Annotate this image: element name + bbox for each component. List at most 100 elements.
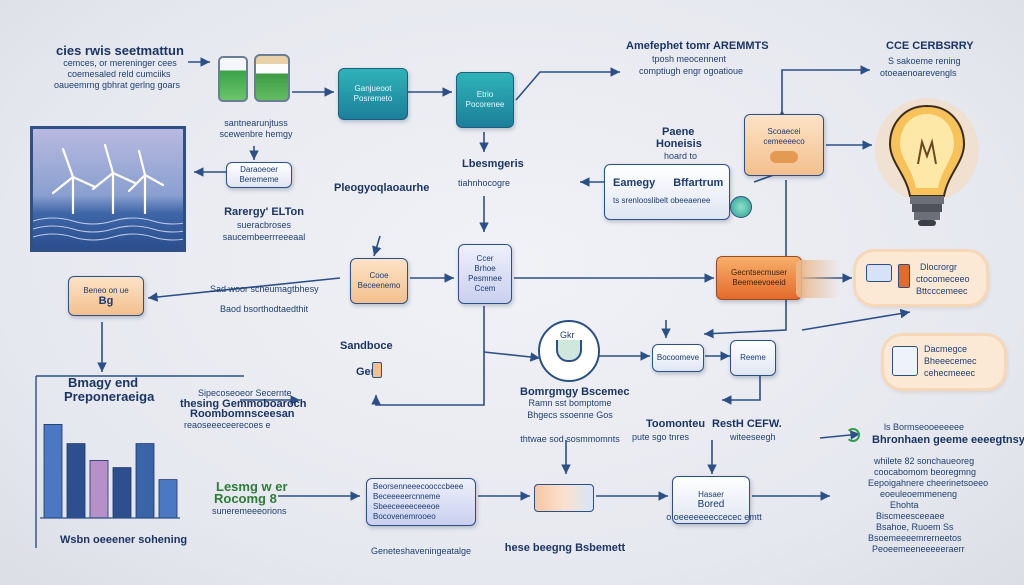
left-mid-label-2: Baod bsorthodtaedthit [220,304,309,314]
storage-right-label-1: Lbesmgeris [462,158,524,170]
bottom-box-line-3: Sbeeceeeeceeeoe [373,502,440,511]
meter-line-3: Bhgecs ssoenne Gos [527,410,613,420]
peach-box-line-1: Cooe [369,271,389,280]
wind-turbine-icon [33,143,183,241]
bottom-box-caption: Geneteshaveningeatalge [370,546,472,556]
left-small-box-line-2: Bg [98,295,114,307]
pale-box[interactable]: Ccer Brhoe Pesmnee Ccem [458,244,512,304]
meter-line-1: Bomrgmgy Bscemec [520,386,630,398]
bottom-left-line-3: suneremeeeorions [212,506,287,516]
pale-box-line-2: Brhoe [474,264,496,273]
far-right-line-11: Peoeemeeneeeeeraerr [872,544,965,554]
battery-icon-green [218,56,248,102]
energy-box-line-2: Bffartrum [673,177,724,189]
far-right-line-9: Bsahoe, Ruoem Ss [876,522,954,532]
far-right-line-4: coocabomom beoregmng [874,467,977,477]
right-blob-1-line-3: Bttcccemeec [916,286,968,296]
wind-caption-box[interactable]: Daraoeoer Berememe [226,162,292,188]
pale-box-line-3: Pesmnee [468,274,502,283]
chart-title-2: Preponeraeiga [64,389,155,404]
sandboe-label-1: Sandboce [340,340,393,352]
teal-box-1-line-2: Posremeto [353,94,393,103]
right-blob-1-line-2: ctocomeceeo [916,274,970,284]
bottom-box[interactable]: Beorsenneeecoocccbeee Beceeeeercnneme Sb… [366,478,476,526]
peach-box-line-2: Beceenemo [357,281,401,290]
meter-gauge-icon: Gkr [538,320,600,382]
chart-footer: Wsbn oeeener sohening [60,534,188,546]
bar-3 [89,460,109,519]
wind-caption-line-1: Daraoeoer [240,165,278,174]
energy-box-line-1: Eamegy [613,177,656,189]
teal-box-2[interactable]: Etrio Pocorenee [456,72,514,128]
small-box-b[interactable]: Reeme [730,340,776,376]
title-line-1: cies rwis seetmattun [56,43,184,58]
bar-1 [43,423,63,519]
right-blob-1[interactable]: Dlocrorgr ctocomeceeo Bttcccemeec [856,252,986,304]
right-blob-2[interactable]: Dacmegce Bheeecemec cehecmeeec [884,336,1004,388]
right-blob-2-line-1: Dacmegce [924,344,968,354]
bottom-right-box[interactable]: Hasaer Bored [672,476,750,524]
battery-label-2: scewenbre hemgy [219,129,293,139]
bar-2 [66,443,86,519]
paene-label-3: hoard to [664,151,698,161]
paene-label-1: Paene [662,126,695,138]
bar-5 [135,443,155,519]
far-right-line-8: Biscmeesceeaee [876,511,945,521]
far-right-line-3: whilete 82 sonchaueoreg [874,456,975,466]
far-right-line-7: Ehohta [890,500,919,510]
top-right-line-1: CCE CERBSRRY [886,40,974,52]
top-center-line-3: comptiugh engr ogoatioue [638,66,744,76]
chart-note-4: reaoseeeceerecoes e [184,420,271,430]
far-right-line-1: ls Bormseooeeeeee [884,422,965,432]
meter-line-2: Ramn sst bomptome [528,398,612,408]
chart-note-2: thesing Gemmoboaroch [180,398,307,410]
paene-label-2: Honeisis [656,138,702,150]
bar-4 [112,467,132,519]
orange-box[interactable]: Gecntsecmuser Beemeevoeeid [716,256,802,300]
tap-icon [372,362,382,378]
pale-box-line-1: Ccer [476,254,494,263]
wind-label-2: sueracbroses [236,220,292,230]
bulb-info-box[interactable]: Scoaecei cemeeeeco [744,114,824,176]
far-right-line-6: eoeuleoemmeneng [880,489,958,499]
small-box-a-label: Bocoomeve [656,353,700,362]
chart-note-1: Sipecoseoeor Secernte [198,388,292,398]
left-small-box-line-1: Beneo on ue [83,286,129,295]
bar-chart [40,423,180,519]
meter-small-icon [892,346,918,376]
bulb-box-line-1: Scoaecei [767,127,801,136]
green-arrow-icon [846,428,860,442]
far-right-line-5: Eepoigahnere cheerinetsoeeo [868,478,989,488]
bottom-right-box-line-2: Bored [697,499,725,510]
left-small-box[interactable]: Beneo on ue Bg [68,276,144,316]
chart-note-3: Roombomnsceesan [190,408,295,420]
bulb-box-dot-icon [770,151,798,163]
right-blob-1-line-1: Dlocrorgr [920,262,958,272]
orange-box-line-1: Gecntsecmuser [730,268,788,277]
far-right-line-10: Bsoemeeeemrerneetos [868,533,962,543]
plug-icon [730,196,752,218]
battery-label-1: santnearunjtuss [224,118,288,128]
teal-box-1[interactable]: Ganjueoot Posremeto [338,68,408,120]
teal-box-2-line-2: Pocorenee [465,100,505,109]
storage-left-label: Pleogyoqlaoaurhe [334,182,430,194]
pale-box-line-4: Ccem [474,284,496,293]
teal-box-1-line-1: Ganjueoot [354,84,392,93]
top-right-line-3: otoeaenoarevengls [880,68,957,78]
peach-box[interactable]: Cooe Beceenemo [350,258,408,304]
bottom-right-box-line-1: Hasaer [698,490,724,499]
small-box-a[interactable]: Bocoomeve [652,344,704,372]
energy-box[interactable]: Eamegy Bffartrum ts srenlooslibelt obeea… [604,164,730,220]
light-bulb-icon [872,92,982,242]
title-line-2: cemces, or mereninger cees [63,58,177,68]
bottom-box-line-2: Beceeeeercnneme [373,492,441,501]
energy-box-line-3: ts srenlooslibelt obeeaenee [613,196,711,205]
right-blob-2-line-2: Bheeecemec [924,356,977,366]
card-icon [866,264,892,282]
wind-caption-line-2: Berememe [239,175,279,184]
bottom-box-line-4: Bocovenemrooeo [373,512,436,521]
meter-line-4: thtwae sod sosmmomnts [520,434,620,444]
wind-label-3: saucembeerrreeeaal [222,232,306,242]
title-line-4: oaueemrng gbhrat gerlng goars [53,80,181,90]
left-mid-label-1: Sad woor scheumagtbhesy [210,284,319,294]
